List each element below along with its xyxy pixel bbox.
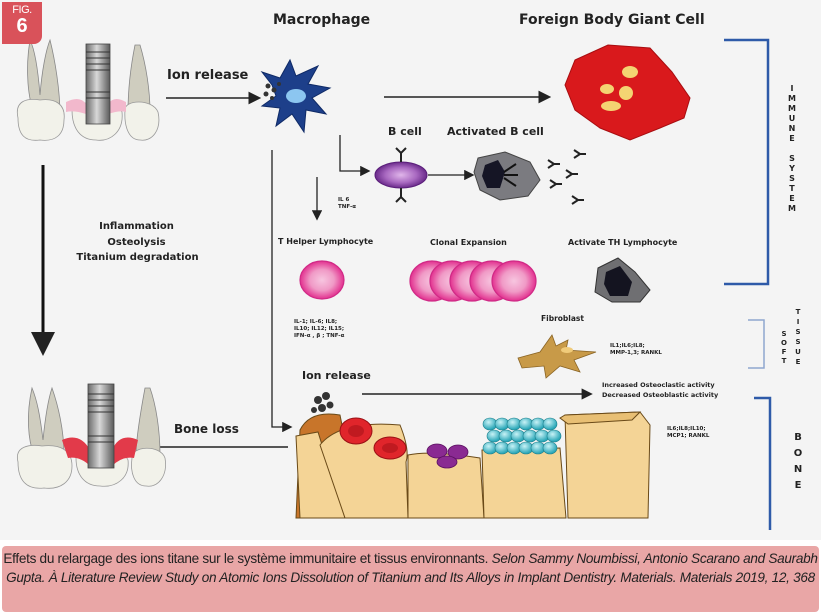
- inflammation-label: Inflammation: [99, 221, 174, 232]
- osteolysis-label: Osteolysis: [107, 237, 166, 248]
- t-helper-lymphocyte: [299, 260, 345, 300]
- diagram-graphics: [16, 38, 772, 530]
- osteoblast-cell: [542, 417, 558, 431]
- increased-osteoclastic-label: Increased Osteoclastic activity: [602, 381, 715, 389]
- macrophage-to-b-cell-arrow: [339, 135, 371, 177]
- figure-badge: FIG. 6: [2, 2, 42, 44]
- fibroblast-cell: [517, 334, 597, 379]
- clonal-expansion-label: Clonal Expansion: [430, 238, 507, 247]
- titanium-degradation-label: Titanium degradation: [76, 252, 199, 263]
- figure-badge-number: 6: [16, 15, 28, 37]
- fibroblast-cytokines-label: IL1;IL6;IL8; MMP-1,3; RANKL: [610, 343, 662, 356]
- immune-system-bracket: [724, 38, 770, 286]
- bone-loss-label: Bone loss: [174, 422, 239, 436]
- activated-th-lymphocyte: [594, 257, 651, 303]
- macrophage-label: Macrophage: [273, 12, 371, 28]
- clonal-expansion-cells: [409, 260, 537, 302]
- implant-teeth-bone-loss: [16, 383, 166, 489]
- t-helper-label: T Helper Lymphocyte: [278, 237, 374, 246]
- decreased-osteoblastic-label: Decreased Osteoblastic activity: [602, 391, 719, 399]
- caption-text: Effets du relargage des ions titane sur …: [3, 551, 492, 566]
- th-cytokines-label: IL-1; IL-6; IL8; IL10; IL12; IL15; IFN-α…: [294, 319, 345, 339]
- foreign-body-giant-cell: [564, 44, 691, 141]
- macrophage-cell: [260, 58, 332, 134]
- osteoblast-cluster: [482, 417, 562, 455]
- osteoclasts-red: [339, 417, 407, 460]
- ion-release-top-label: Ion release: [167, 68, 249, 83]
- osteoblast-cell: [542, 441, 558, 455]
- soft-tissue-bracket: [748, 319, 765, 369]
- ion-release-bottom-label: Ion release: [302, 369, 371, 382]
- bone-cytokines-label: IL6;IL8;IL10; MCP1; RANKL: [667, 426, 710, 439]
- b-cell-label: B cell: [388, 125, 422, 138]
- implant-teeth-top: [16, 38, 160, 141]
- figure-badge-label: FIG.: [12, 4, 32, 16]
- il6-tnf-label: IL 6 TNF-α: [338, 197, 357, 210]
- caption-citation: Selon Sammy Noumbissi, Antonio Scarano a…: [6, 551, 818, 585]
- bone-bracket: [754, 396, 772, 530]
- osteoblast-cell: [546, 429, 562, 443]
- foreign-body-giant-cell-label: Foreign Body Giant Cell: [519, 12, 705, 28]
- fibroblast-label: Fibroblast: [541, 314, 584, 323]
- b-cell: [374, 147, 428, 203]
- ion-particles-bottom: [311, 392, 334, 413]
- activated-b-cell: [473, 151, 541, 201]
- antibodies: [547, 149, 586, 205]
- activate-th-label: Activate TH Lymphocyte: [568, 238, 678, 247]
- purple-cells: [426, 443, 469, 469]
- activated-b-cell-label: Activated B cell: [447, 125, 544, 138]
- macrophage-to-bone-arrow: [271, 150, 293, 433]
- figure-caption: Effets du relargage des ions titane sur …: [2, 546, 819, 612]
